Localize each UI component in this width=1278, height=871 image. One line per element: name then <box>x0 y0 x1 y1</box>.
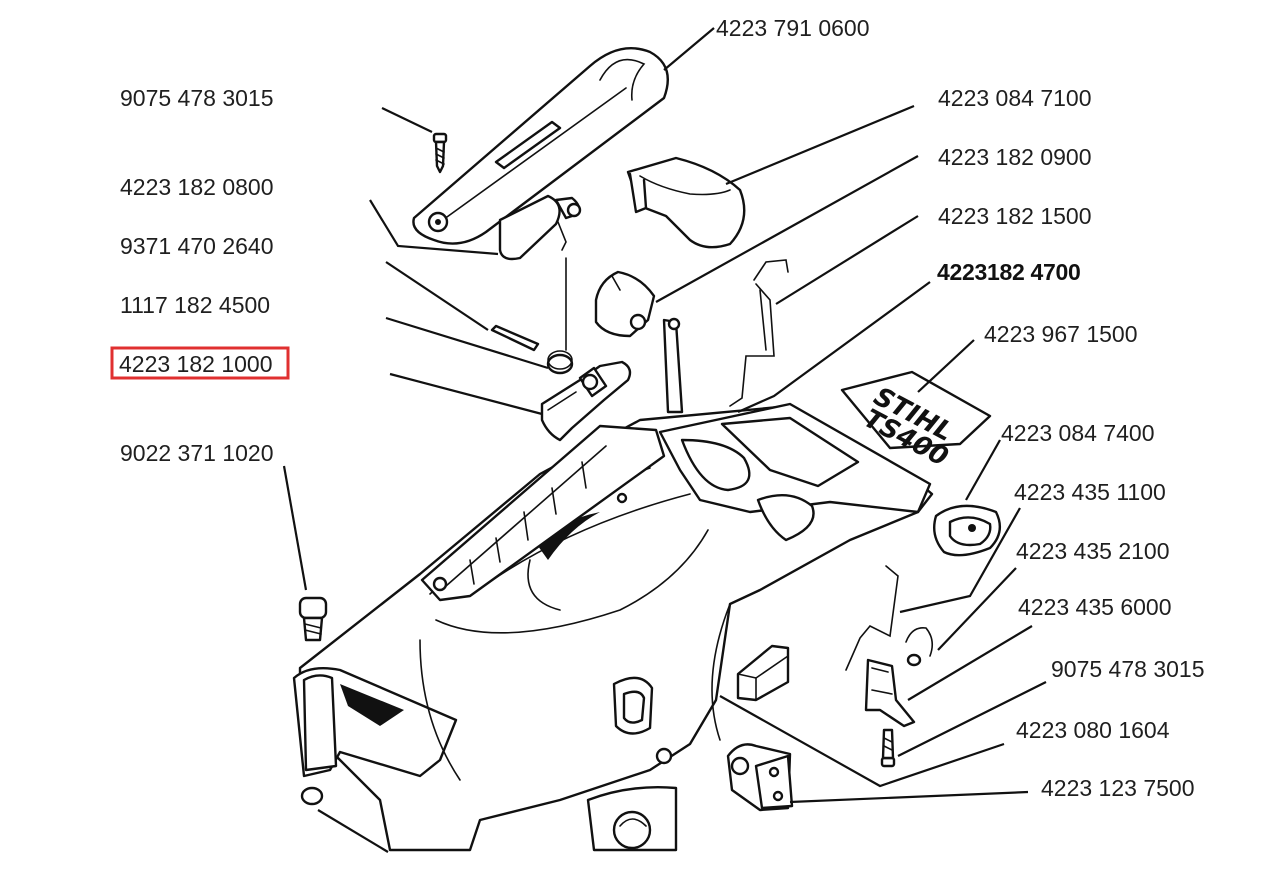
part-block-4223-080-1604 <box>736 644 790 702</box>
part-decal-4223-967-1500: STIHL TS400 <box>840 370 992 473</box>
leader-lines <box>282 27 1047 853</box>
label-4223-182-1000: 4223 182 1000 <box>119 351 273 377</box>
part-screw-9075-bottom <box>880 728 896 768</box>
part-spring-1117-182-4500 <box>546 257 574 375</box>
label-4223-084-7100: 4223 084 7100 <box>938 85 1092 111</box>
part-labels: 4223 791 0600 9075 478 3015 4223 084 710… <box>110 15 1205 801</box>
label-4223182-4700: 4223182 4700 <box>937 259 1081 285</box>
label-4223-084-7400: 4223 084 7400 <box>1001 420 1155 446</box>
label-9371-470-2640: 9371 470 2640 <box>120 233 274 259</box>
part-screw-9022 <box>298 596 328 642</box>
part-shield-4223182-4700 <box>729 259 789 407</box>
part-switch-4223-435-6000 <box>864 658 916 728</box>
part-lockout-4223-182-1000 <box>540 360 632 442</box>
part-bracket-4223-182-0900 <box>594 270 656 338</box>
part-grommet-4223-084-7400 <box>933 504 1002 557</box>
main-housing <box>292 402 934 852</box>
label-4223-435-2100: 4223 435 2100 <box>1016 538 1170 564</box>
label-1117-182-4500: 1117 182 4500 <box>120 292 270 318</box>
part-washer-9022-bottom <box>300 786 324 806</box>
label-4223-080-1604: 4223 080 1604 <box>1016 717 1170 743</box>
part-connector-4223-123-7500 <box>726 743 794 812</box>
label-4223-791-0600: 4223 791 0600 <box>716 15 870 41</box>
part-rod-4223-182-1500 <box>662 317 684 414</box>
label-9075-478-3015-bottom: 9075 478 3015 <box>1051 656 1205 682</box>
label-4223-435-6000: 4223 435 6000 <box>1018 594 1172 620</box>
part-cap-4223-084-7100 <box>626 156 746 249</box>
label-9075-478-3015-top: 9075 478 3015 <box>120 85 274 111</box>
label-4223-123-7500: 4223 123 7500 <box>1041 775 1195 801</box>
label-9022-371-1020: 9022 371 1020 <box>120 440 274 466</box>
part-pin-9371-470-2640 <box>490 324 540 352</box>
label-4223-182-1500: 4223 182 1500 <box>938 203 1092 229</box>
part-top-handle <box>412 47 669 245</box>
label-4223-182-0800: 4223 182 0800 <box>120 174 274 200</box>
part-spring-4223-435-1100 <box>845 565 899 671</box>
part-screw-9075-top <box>432 132 448 174</box>
label-4223-435-1100: 4223 435 1100 <box>1014 479 1166 505</box>
part-trigger-4223-182-0800 <box>498 194 582 261</box>
label-4223-967-1500: 4223 967 1500 <box>984 321 1138 347</box>
part-spring-4223-435-2100 <box>905 626 934 667</box>
label-4223-182-0900: 4223 182 0900 <box>938 144 1092 170</box>
highlight-box <box>110 346 290 380</box>
